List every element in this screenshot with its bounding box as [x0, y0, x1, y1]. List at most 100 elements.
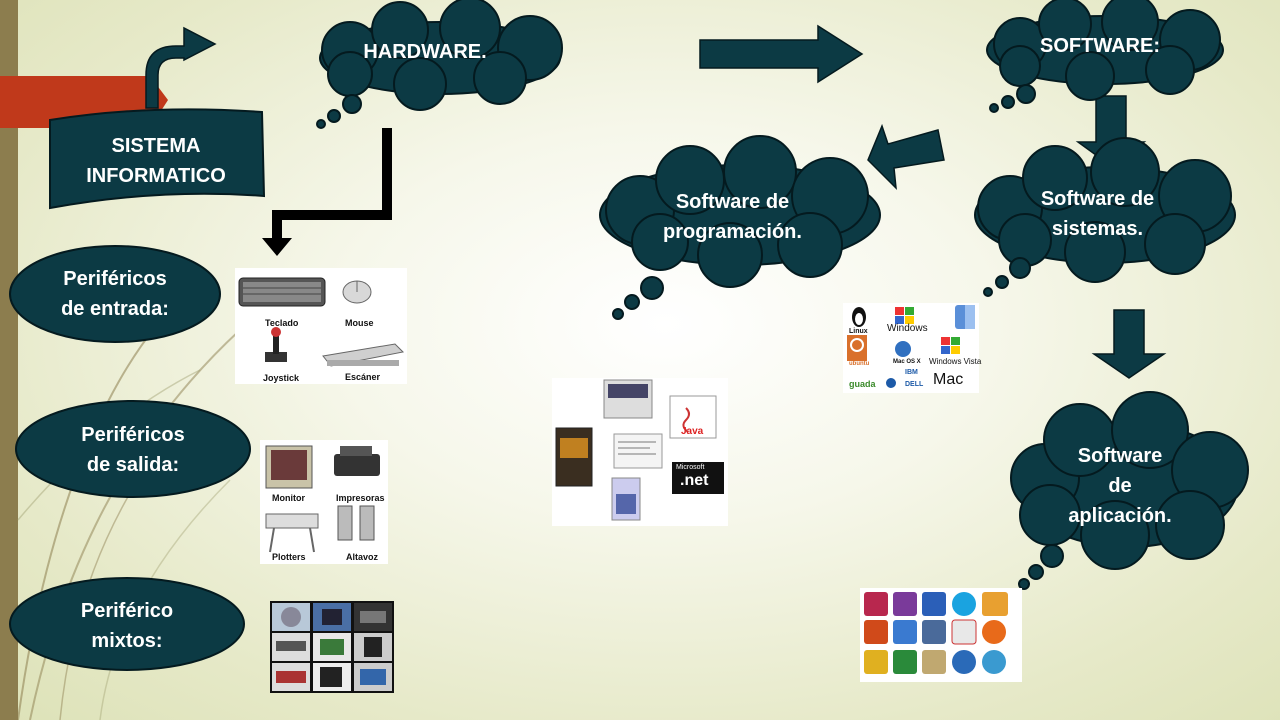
dotnet-logo-icon [672, 462, 724, 494]
messenger-icon [982, 650, 1006, 674]
elbow-arrow-hardware-to-perifericos [262, 128, 392, 256]
excel-icon [893, 650, 917, 674]
code-screen-icon [613, 433, 663, 469]
label-hardware: HARDWARE. [363, 41, 487, 63]
os-logos-drawing [847, 305, 975, 388]
image-output-devices: Monitor Impresoras Plotters Altavoz [260, 440, 388, 564]
floppy-icon [322, 609, 342, 625]
keyboard-icon [238, 277, 326, 307]
application-icons-grid [864, 592, 1008, 674]
hard-disk-icon [281, 607, 301, 627]
linux-tux-icon [852, 307, 866, 327]
label-net: .net [680, 472, 709, 489]
hp-icon [886, 378, 896, 388]
curved-arrow-root-to-hardware [145, 26, 217, 109]
windows-icon [952, 650, 976, 674]
apple-icon [895, 341, 911, 357]
monitor-icon [265, 445, 313, 489]
cloud-software-sistemas [974, 137, 1236, 297]
office-icon [982, 592, 1008, 616]
word-icon [922, 592, 946, 616]
arrow-sistemas-to-aplicacion [1091, 309, 1167, 379]
cassette-icon [360, 611, 386, 623]
label-perifericos-entrada: Periféricos de entrada: [61, 268, 169, 320]
input-devices-drawing [238, 277, 405, 367]
label-linux: Linux [849, 328, 868, 335]
caption-altavoz: Altavoz [346, 552, 379, 562]
acrobat-icon [951, 619, 977, 645]
cloud-software-programacion [599, 135, 881, 320]
joystick-icon [265, 327, 287, 362]
label-dell: DELL [905, 381, 924, 388]
image-application-icons [860, 588, 1022, 682]
mouse-icon [342, 280, 372, 304]
left-accent-bar [0, 0, 18, 720]
label-software: SOFTWARE: [1040, 35, 1160, 57]
ellipse-perifericos-mixtos [9, 577, 245, 671]
outlook-express-icon [864, 650, 888, 674]
label-software-aplicacion: Software de aplicación. [1068, 445, 1172, 527]
network-card-icon [320, 639, 344, 655]
ellipse-perifericos-entrada [9, 245, 221, 343]
plotter-icon [265, 513, 319, 553]
outlook-icon [893, 620, 917, 644]
caption-mouse: Mouse [345, 318, 374, 328]
tools-icon [922, 650, 946, 674]
firefox-icon [982, 620, 1006, 644]
label-windows-vista: Windows Vista [929, 357, 982, 366]
modem-icon [364, 637, 382, 657]
card-icon [276, 671, 306, 683]
publisher-icon [922, 620, 946, 644]
arrow-software-to-programacion [867, 123, 945, 191]
printer-icon [334, 446, 380, 476]
image-os-logos: Linux Windows ubuntu Mac OS X Windows Vi… [843, 303, 982, 393]
label-sistema-informatico: SISTEMA INFORMATICO [86, 135, 226, 187]
label-windows-xp: Windows [887, 323, 928, 334]
label-java: Java [681, 426, 704, 437]
access-icon [864, 592, 888, 616]
label-perifericos-salida: Periféricos de salida: [81, 424, 185, 476]
skype-icon [952, 592, 976, 616]
finder-icon [955, 305, 975, 329]
caption-monitor: Monitor [272, 493, 305, 503]
label-ubuntu: ubuntu [849, 361, 870, 367]
programming-tools-drawing [555, 379, 724, 521]
label-ibm: IBM [905, 369, 918, 376]
arrow-hardware-to-software [699, 24, 864, 84]
caption-plotters: Plotters [272, 552, 306, 562]
label-guada: guada [849, 379, 876, 389]
cloud-software-aplicacion [1010, 391, 1249, 590]
ellipse-perifericos-salida [15, 400, 251, 498]
onenote-icon [893, 592, 917, 616]
image-mixed-devices [270, 601, 394, 693]
cloud-software [986, 0, 1224, 113]
memory-card-icon [360, 669, 386, 685]
powerpoint-icon [864, 620, 888, 644]
label-mac: Mac [933, 371, 964, 388]
zip-disk-icon [320, 667, 342, 687]
image-programming-tools: Java Microsoft .net [552, 378, 728, 526]
cloud-hardware [316, 0, 563, 129]
label-software-programacion: Software de programación. [663, 191, 802, 243]
ubuntu-icon [847, 335, 867, 361]
caption-escaner: Escáner [345, 372, 381, 382]
windows-xp-icon [895, 307, 914, 324]
speaker-icon [337, 505, 375, 541]
label-software-sistemas: Software de sistemas. [1040, 188, 1155, 240]
caption-teclado: Teclado [265, 318, 299, 328]
output-devices-drawing [265, 445, 380, 553]
windows-vista-icon [941, 337, 960, 354]
banner-sistema-informatico [49, 108, 266, 210]
scanner-icon [322, 343, 405, 367]
cd-drive-icon [276, 641, 306, 651]
label-perifericos-mixtos: Periférico mixtos: [80, 600, 174, 652]
mixed-devices-grid [272, 603, 392, 691]
image-input-devices: Teclado Mouse Joystick Escáner [235, 268, 407, 384]
label-microsoft: Microsoft [676, 464, 705, 471]
caption-joystick: Joystick [263, 373, 300, 383]
caption-impresoras: Impresoras [336, 493, 385, 503]
java-logo-icon [669, 395, 717, 439]
label-macosx: Mac OS X [893, 359, 921, 365]
